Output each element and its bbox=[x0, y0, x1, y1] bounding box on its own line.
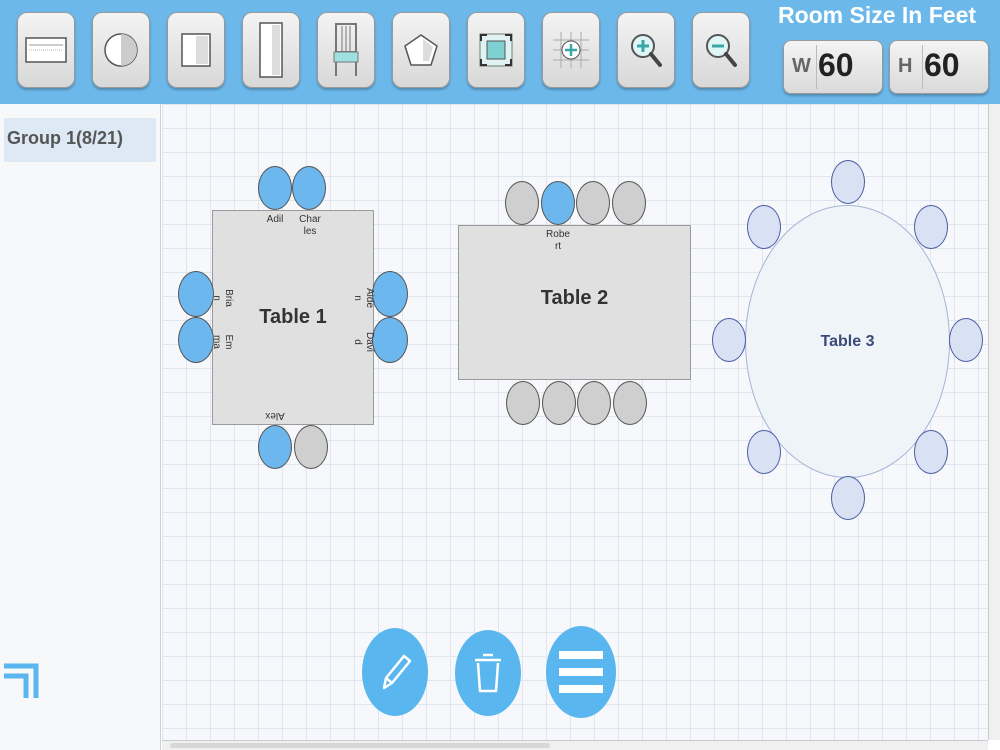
square-table-button[interactable] bbox=[167, 12, 225, 88]
room-width-field[interactable]: W 60 bbox=[783, 40, 883, 94]
seat[interactable] bbox=[292, 166, 326, 210]
edit-button[interactable] bbox=[362, 628, 428, 716]
zoom-out-icon bbox=[706, 34, 737, 67]
collapse-sidebar-icon[interactable] bbox=[2, 660, 42, 700]
guest-name: Em ma bbox=[211, 334, 234, 350]
rectangle-table-icon bbox=[25, 37, 67, 63]
seat[interactable] bbox=[542, 381, 576, 425]
chair-button[interactable] bbox=[317, 12, 375, 88]
fit-view-button[interactable] bbox=[467, 12, 525, 88]
guest-name: Robe rt bbox=[546, 229, 570, 252]
seat[interactable] bbox=[831, 160, 865, 204]
group-sidebar: Group 1(8/21) bbox=[0, 104, 161, 750]
floor-plan-canvas[interactable]: Table 1 Adil Char les Bria n Em ma Aide … bbox=[162, 104, 988, 740]
seat[interactable] bbox=[541, 181, 575, 225]
zoom-in-button[interactable] bbox=[617, 12, 675, 88]
delete-button[interactable] bbox=[455, 630, 521, 716]
table-3[interactable]: Table 3 bbox=[745, 205, 950, 478]
long-table-button[interactable] bbox=[242, 12, 300, 88]
pentagon-button[interactable] bbox=[392, 12, 450, 88]
seat[interactable] bbox=[914, 430, 948, 474]
horizontal-scrollbar[interactable] bbox=[162, 740, 988, 750]
seat[interactable] bbox=[178, 317, 214, 363]
seat[interactable] bbox=[712, 318, 746, 362]
seat[interactable] bbox=[505, 181, 539, 225]
seat[interactable] bbox=[612, 181, 646, 225]
trash-icon bbox=[475, 653, 501, 693]
seat[interactable] bbox=[747, 205, 781, 249]
seat[interactable] bbox=[949, 318, 983, 362]
guest-name: Adil bbox=[266, 214, 284, 225]
guest-name: Char les bbox=[299, 214, 321, 237]
height-label: H bbox=[898, 55, 913, 77]
table-1-label: Table 1 bbox=[259, 306, 327, 328]
menu-button[interactable] bbox=[546, 626, 616, 718]
room-height-value: 60 bbox=[924, 47, 960, 83]
pentagon-icon bbox=[404, 34, 438, 66]
seat[interactable] bbox=[258, 166, 292, 210]
table-2-label: Table 2 bbox=[540, 287, 609, 309]
zoom-out-button[interactable] bbox=[692, 12, 750, 88]
grid-snap-button[interactable] bbox=[542, 12, 600, 88]
room-width-value: 60 bbox=[818, 47, 854, 83]
fit-view-icon bbox=[479, 33, 513, 67]
round-table-icon bbox=[104, 33, 138, 67]
seat[interactable] bbox=[372, 271, 408, 317]
round-table-button[interactable] bbox=[92, 12, 150, 88]
seat[interactable] bbox=[576, 181, 610, 225]
seat[interactable] bbox=[747, 430, 781, 474]
toolbar: Room Size In Feet W 60 H 60 bbox=[0, 0, 1000, 104]
horizontal-scrollbar-thumb[interactable] bbox=[170, 743, 550, 748]
zoom-in-icon bbox=[631, 34, 662, 67]
chair-icon bbox=[333, 23, 359, 76]
menu-icon bbox=[559, 651, 603, 693]
seat[interactable] bbox=[577, 381, 611, 425]
height-separator bbox=[922, 45, 923, 89]
rectangle-table-button[interactable] bbox=[17, 12, 75, 88]
seat[interactable] bbox=[831, 476, 865, 520]
guest-name: Davi d bbox=[352, 331, 375, 352]
room-size-title: Room Size In Feet bbox=[777, 2, 977, 28]
group-list-item[interactable]: Group 1(8/21) bbox=[4, 118, 156, 162]
grid-snap-icon bbox=[553, 32, 589, 68]
guest-name: Alex bbox=[265, 410, 285, 421]
seat[interactable] bbox=[258, 425, 292, 469]
guest-name: Bria n bbox=[211, 289, 234, 307]
seat[interactable] bbox=[914, 205, 948, 249]
seat[interactable] bbox=[372, 317, 408, 363]
seat[interactable] bbox=[613, 381, 647, 425]
table-2[interactable]: Table 2 bbox=[458, 225, 691, 380]
pencil-icon bbox=[382, 654, 412, 690]
long-table-icon bbox=[259, 22, 283, 78]
square-table-icon bbox=[181, 33, 211, 67]
vertical-scrollbar[interactable] bbox=[988, 104, 1000, 740]
seat[interactable] bbox=[294, 425, 328, 469]
width-separator bbox=[816, 45, 817, 89]
seat[interactable] bbox=[178, 271, 214, 317]
table-3-label: Table 3 bbox=[820, 332, 875, 350]
room-height-field[interactable]: H 60 bbox=[889, 40, 989, 94]
width-label: W bbox=[792, 55, 811, 77]
table-1[interactable]: Table 1 bbox=[212, 210, 374, 425]
seat[interactable] bbox=[506, 381, 540, 425]
guest-name: Aide n bbox=[352, 287, 375, 308]
